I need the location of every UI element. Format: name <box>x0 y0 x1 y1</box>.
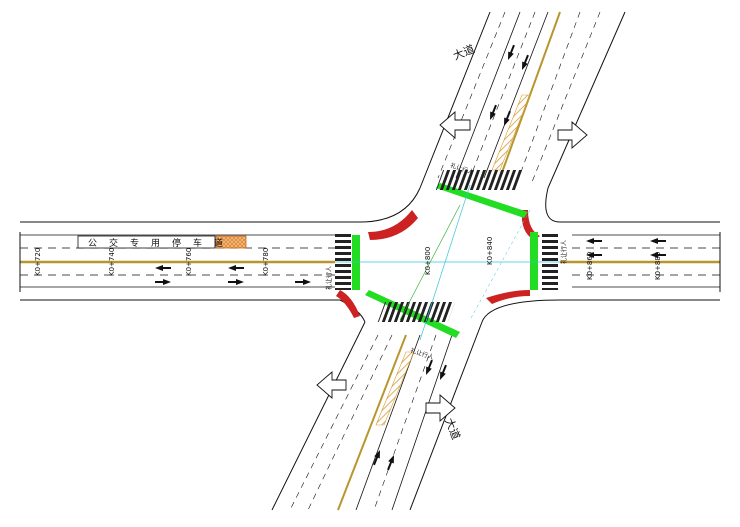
stop-zone-west <box>352 235 360 290</box>
direction-arrow-icon <box>650 252 666 258</box>
direction-arrow-icon <box>425 394 456 422</box>
crosswalk-south <box>377 302 456 322</box>
east-lane-arrows <box>586 238 666 258</box>
direction-arrow-icon <box>373 450 380 466</box>
north-lane-arrows <box>490 44 529 126</box>
station-k0-800: K0+800 <box>424 247 432 275</box>
north-road <box>419 11 626 189</box>
direction-arrow-icon <box>155 279 171 285</box>
station-k0-840: K0+840 <box>486 237 494 265</box>
west-lane-arrows <box>155 265 311 285</box>
direction-arrow-icon <box>316 371 347 399</box>
direction-arrow-icon <box>228 279 244 285</box>
station-labels-west: K0+720 K0+740 K0+760 K0+780 <box>34 248 270 276</box>
yield-label-east: 礼让行人 <box>560 240 568 264</box>
stop-zone-north <box>436 183 528 218</box>
direction-arrow-icon <box>504 110 511 126</box>
direction-arrow-icon <box>439 111 471 139</box>
station-k0-880: K0+880 <box>654 252 662 280</box>
island-sw <box>336 290 360 318</box>
south-side-arrows <box>316 371 456 422</box>
east-road <box>560 221 721 301</box>
south-road-name: 大道 <box>442 416 463 442</box>
station-labels-east: K0+860 K0+880 <box>586 252 662 280</box>
station-k0-780: K0+780 <box>262 248 270 276</box>
crosswalks <box>335 170 558 322</box>
yield-label-west: 礼让行人 <box>325 266 333 290</box>
direction-arrow-icon <box>557 121 588 149</box>
station-k0-720: K0+720 <box>34 248 42 276</box>
direction-arrow-icon <box>522 54 529 70</box>
south-road <box>271 321 483 511</box>
stop-zone-east <box>530 232 538 290</box>
direction-arrow-icon <box>490 104 497 120</box>
direction-arrow-icon <box>586 238 602 244</box>
bus-lane-label: 公交专用停车道 <box>88 237 235 249</box>
direction-arrow-icon <box>426 359 433 375</box>
station-k0-860: K0+860 <box>586 252 594 280</box>
island-se <box>486 290 530 304</box>
north-road-label: 大道 <box>451 42 477 63</box>
north-road-name: 大道 <box>451 42 477 63</box>
direction-arrow-icon <box>650 238 666 244</box>
reference-lines <box>335 184 560 341</box>
corner-islands <box>336 210 540 318</box>
direction-arrow-icon <box>155 265 171 271</box>
north-side-arrows <box>439 111 588 149</box>
direction-arrow-icon <box>387 455 394 471</box>
south-lane-arrows <box>373 359 447 471</box>
direction-arrow-icon <box>586 252 602 258</box>
station-labels-center: K0+800 K0+840 <box>424 237 494 275</box>
corner-curves <box>339 187 561 323</box>
bus-lane-sign: 公交专用停车道 <box>77 235 247 249</box>
crosswalk-north <box>435 170 524 190</box>
direction-arrow-icon <box>440 364 447 380</box>
direction-arrow-icon <box>295 279 311 285</box>
south-road-label: 大道 <box>442 416 463 442</box>
station-k0-740: K0+740 <box>108 248 116 276</box>
direction-arrow-icon <box>508 44 515 60</box>
island-nw <box>368 210 418 240</box>
direction-arrow-icon <box>228 265 244 271</box>
island-ne <box>521 210 540 240</box>
station-k0-760: K0+760 <box>185 248 193 276</box>
